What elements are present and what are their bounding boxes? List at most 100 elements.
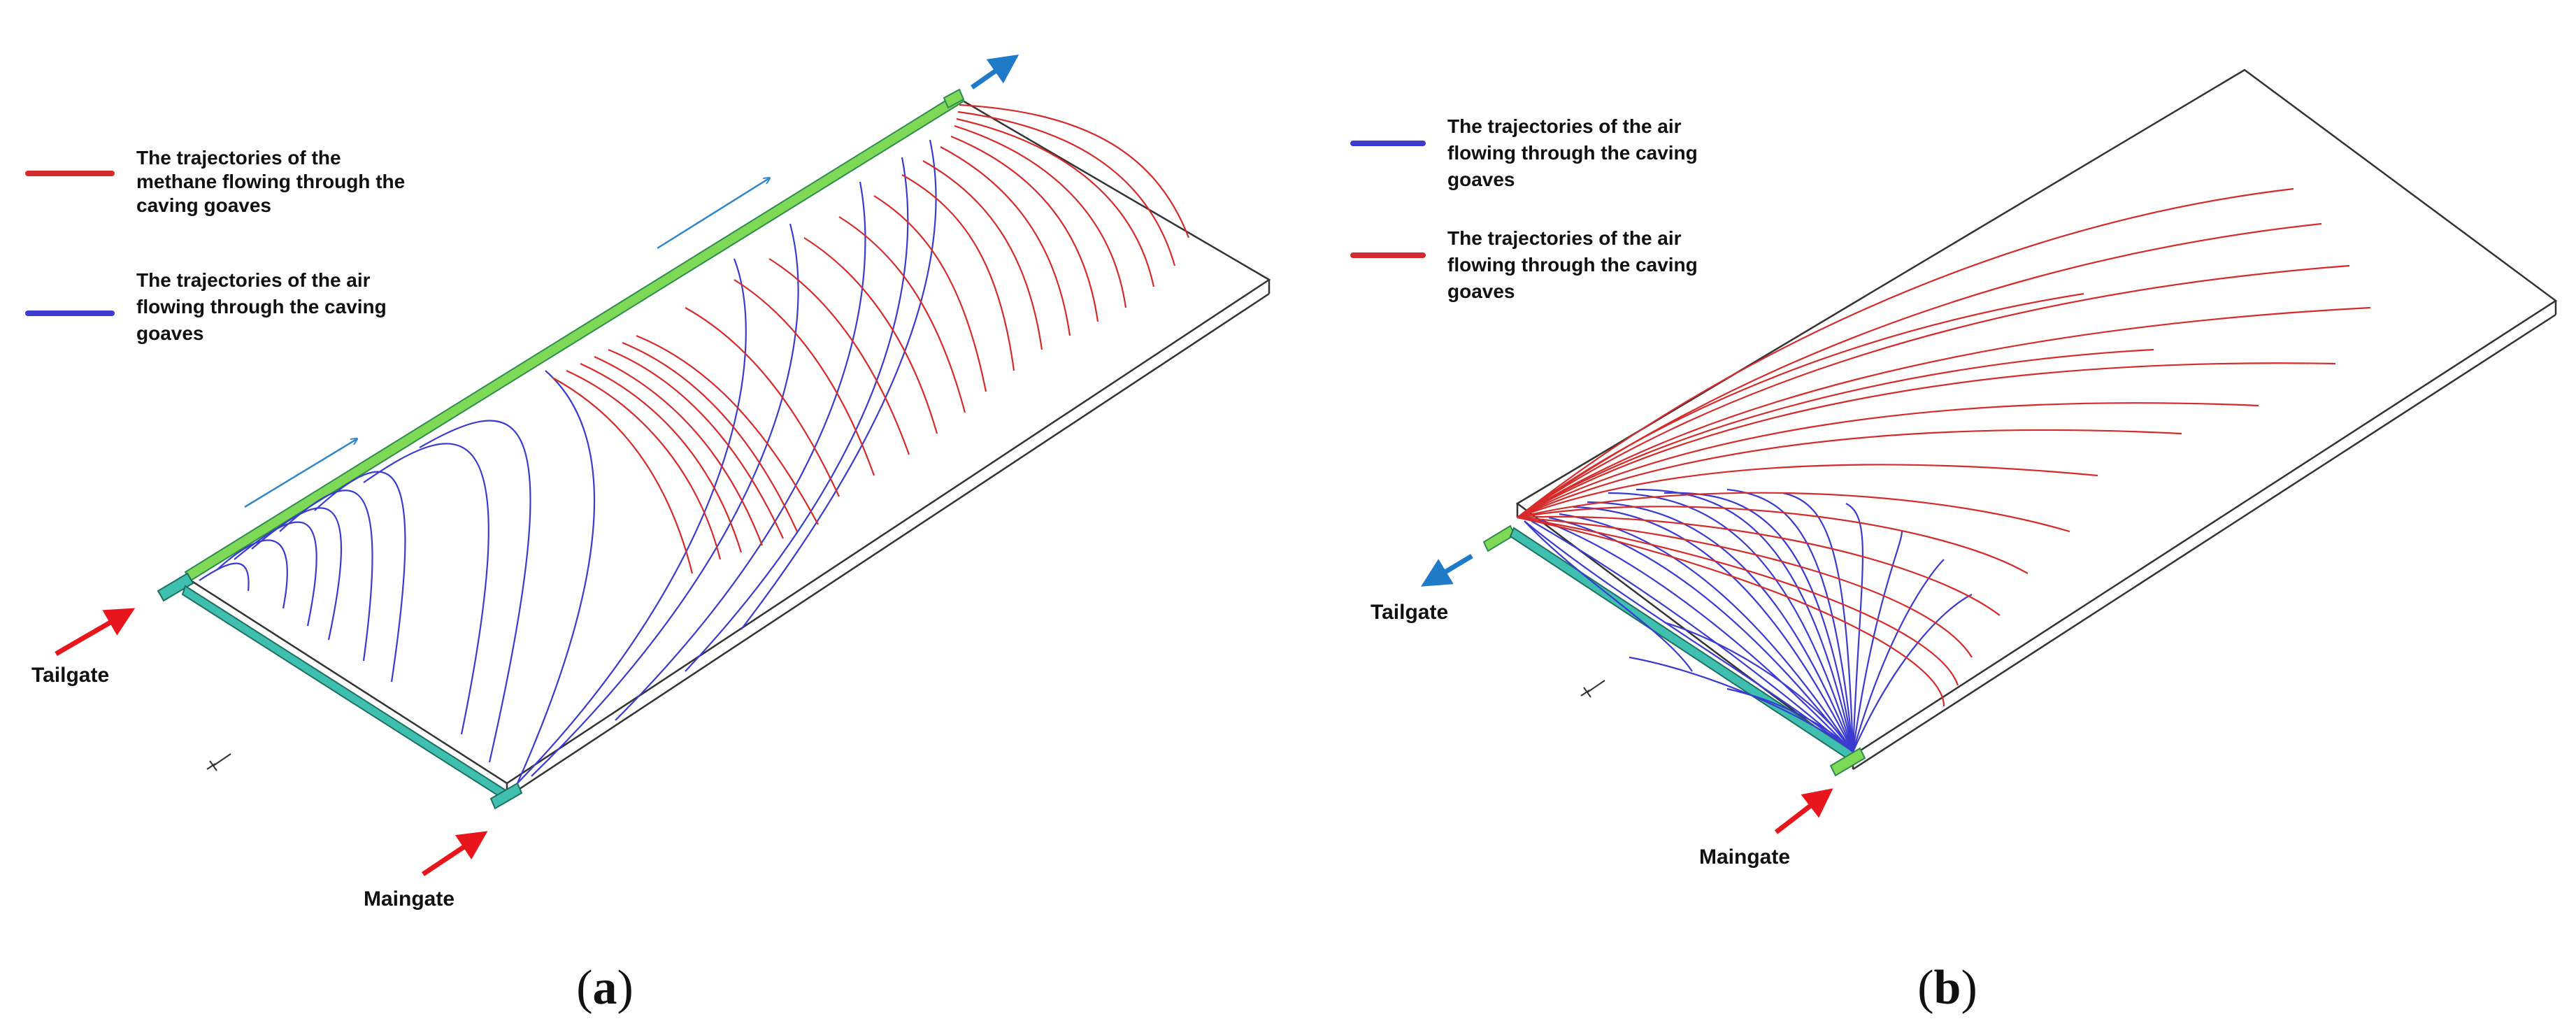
- maingate-inflow-arrow-b: [1774, 788, 1833, 834]
- air-trajectory: [1726, 488, 1854, 752]
- air-trajectory: [363, 443, 489, 735]
- legend-label-air-line3: goaves: [136, 322, 204, 344]
- red-trajectory: [1517, 187, 2294, 518]
- legend-label-air-line3: goaves: [1447, 169, 1515, 190]
- legend-b: The trajectories of the air flowing thro…: [1350, 115, 1703, 302]
- air-trajectory: [251, 507, 343, 641]
- tailgate-gallery-a: [157, 92, 965, 602]
- air-trajectory: [314, 471, 406, 683]
- axis-triad-icon-b: [1580, 680, 1605, 698]
- legend-label-air-line2: flowing through the caving: [1447, 142, 1698, 164]
- panel-b: The trajectories of the air flowing thro…: [1350, 69, 2558, 1015]
- red-trajectory: [1517, 515, 2001, 616]
- methane-trajectory: [636, 334, 819, 525]
- red-trajectory: [1517, 516, 1973, 658]
- svg-text:The trajectories of the air: The trajectories of the air flowing thro…: [1447, 227, 1703, 302]
- air-trajectory: [1852, 531, 1903, 752]
- methane-trajectory: [594, 355, 764, 546]
- methane-trajectory: [552, 377, 694, 574]
- maingate-label-b: Maingate: [1699, 845, 1790, 869]
- legend-label-air-line1: The trajectories of the air: [136, 269, 371, 291]
- methane-trajectory: [950, 135, 1099, 322]
- tailgate-inflow-arrow-a: [55, 608, 136, 657]
- red-trajectory: [1517, 292, 2084, 518]
- air-trajectories-b: [1524, 488, 1973, 752]
- legend-label-methane-line3: caving goaves: [136, 194, 271, 216]
- air-trajectory: [1548, 516, 1854, 752]
- methane-trajectory: [959, 104, 1190, 238]
- caption-a: (a): [576, 961, 634, 1015]
- panel-a: The trajectories of the methane flowing …: [25, 54, 1271, 1015]
- face-gallery-b: [1509, 527, 1866, 777]
- tailgate-gallery-b: [1482, 524, 1516, 552]
- methane-trajectory: [838, 216, 966, 413]
- red-trajectory: [1517, 306, 2371, 518]
- methane-trajectory: [803, 237, 938, 434]
- air-trajectory: [1573, 506, 1854, 752]
- goaf-box-outline-b: [1515, 69, 2558, 771]
- return-gallery-a: [943, 88, 965, 109]
- red-trajectory: [1517, 464, 2098, 519]
- air-trajectory: [216, 539, 288, 609]
- legend-label-red-line2: flowing through the caving: [1447, 254, 1698, 276]
- air-trajectory: [1531, 520, 1854, 752]
- methane-trajectory: [622, 341, 798, 532]
- methane-trajectory: [768, 258, 910, 455]
- air-trajectory: [234, 521, 317, 627]
- air-trajectory: [1845, 503, 1864, 752]
- air-trajectory: [1559, 513, 1854, 752]
- air-trajectory: [531, 223, 799, 777]
- air-trajectory: [199, 562, 250, 592]
- legend-label-air-line1: The trajectories of the air: [1447, 115, 1682, 137]
- flow-direction-arrow: [244, 439, 357, 508]
- air-trajectories-a: [199, 139, 937, 784]
- red-trajectory: [1517, 492, 2070, 533]
- tailgate-label-b: Tailgate: [1371, 601, 1448, 624]
- air-trajectory: [517, 258, 747, 784]
- legend-label-red-line3: goaves: [1447, 280, 1515, 302]
- air-trajectory: [419, 420, 531, 763]
- methane-trajectory: [580, 362, 743, 553]
- air-trajectory: [685, 157, 909, 672]
- maingate-label-a: Maingate: [364, 887, 455, 911]
- air-trajectory: [516, 370, 596, 784]
- air-trajectory: [1852, 594, 1973, 752]
- air-trajectory: [1538, 518, 1854, 752]
- caption-b: (b): [1917, 961, 1977, 1015]
- methane-trajectory: [608, 348, 784, 539]
- svg-text:The trajectories of the air: The trajectories of the air flowing thro…: [136, 269, 392, 344]
- red-trajectory: [1517, 516, 1959, 686]
- air-trajectory: [1608, 492, 1854, 752]
- air-trajectory: [1726, 687, 1854, 752]
- tailgate-label-a: Tailgate: [31, 664, 109, 687]
- air-trajectory: [740, 139, 937, 630]
- methane-trajectories-a: [552, 104, 1190, 574]
- air-trajectory: [279, 490, 373, 662]
- methane-trajectory: [566, 369, 722, 560]
- methane-trajectory: [901, 174, 1015, 371]
- maingate-inflow-arrow-a: [422, 831, 488, 876]
- air-trajectory: [1663, 492, 1854, 752]
- red-trajectories-b: [1517, 187, 2371, 707]
- tailgate-outflow-arrow-b: [1420, 553, 1473, 587]
- air-trajectory: [615, 181, 866, 721]
- methane-trajectory: [940, 146, 1071, 336]
- red-trajectory: [1517, 402, 2259, 518]
- air-trajectory: [1663, 621, 1854, 752]
- legend-label-methane-line2: methane flowing through the: [136, 171, 405, 192]
- red-trajectory: [1517, 429, 2182, 519]
- red-trajectory: [1517, 264, 2350, 518]
- methane-trajectory: [957, 110, 1176, 266]
- legend-label-red-line1: The trajectories of the air: [1447, 227, 1682, 249]
- legend-label-air-line2: flowing through the caving: [136, 296, 387, 317]
- red-trajectory: [1517, 348, 2154, 518]
- red-trajectory: [1517, 506, 2028, 574]
- legend-a: The trajectories of the methane flowing …: [25, 147, 405, 344]
- red-trajectory: [1517, 362, 2336, 518]
- methane-trajectory: [922, 160, 1043, 350]
- air-trajectory: [1782, 492, 1854, 752]
- legend-label-methane-line1: The trajectories of the: [136, 147, 341, 169]
- methane-trajectory: [734, 279, 875, 476]
- red-trajectory: [1517, 516, 1945, 707]
- return-outflow-arrow-a: [970, 54, 1019, 90]
